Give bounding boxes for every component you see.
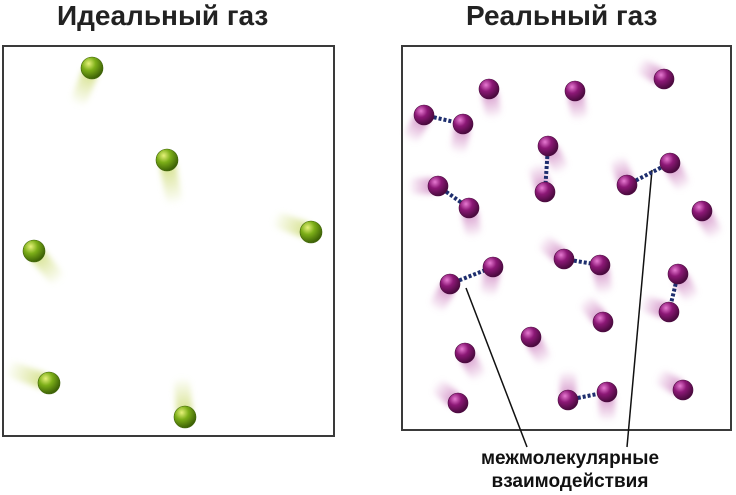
real-gas-molecule [557, 389, 579, 411]
real-gas-molecule [653, 68, 675, 90]
real-gas-molecule [616, 174, 638, 196]
real-gas-molecule [596, 381, 618, 403]
real-gas-molecule [691, 200, 713, 222]
ideal-gas-molecule [299, 220, 323, 244]
real-gas-molecule [537, 135, 559, 157]
interaction-pointer-lines [465, 169, 653, 448]
real-gas-title: Реальный газ [466, 0, 658, 31]
interactions-label-line1: межмолекулярные [480, 448, 660, 469]
ideal-gas-molecule [155, 148, 179, 172]
interactions-label: межмолекулярные взаимодействия [470, 447, 670, 493]
real-gas-molecule [658, 301, 680, 323]
real-gas-molecule [454, 342, 476, 364]
pointer-line [626, 169, 653, 448]
ideal-gas-title: Идеальный газ [57, 0, 269, 31]
real-gas-molecule [659, 152, 681, 174]
real-gas-molecule [564, 80, 586, 102]
real-gas-molecule [482, 256, 504, 278]
real-gas-molecule [427, 175, 449, 197]
real-gas-molecule [447, 392, 469, 414]
ideal-gas-molecule [37, 371, 61, 395]
real-gas-molecule [478, 78, 500, 100]
real-gas-molecule [439, 273, 461, 295]
real-gas-molecule [452, 113, 474, 135]
ideal-gas-molecule [173, 405, 197, 429]
real-gas-molecule [667, 263, 689, 285]
real-gas-molecule [553, 248, 575, 270]
ideal-gas-molecule [80, 56, 104, 80]
pointer-line [465, 287, 528, 448]
real-gas-molecule [592, 311, 614, 333]
real-gas-molecule [672, 379, 694, 401]
interactions-label-line2: взаимодействия [491, 471, 649, 492]
real-gas-molecule [589, 254, 611, 276]
real-gas-molecule [520, 326, 542, 348]
real-gas-molecule [458, 197, 480, 219]
real-gas-panel [401, 45, 732, 431]
real-gas-molecule [413, 104, 435, 126]
ideal-gas-molecule [22, 239, 46, 263]
real-gas-molecule [534, 181, 556, 203]
ideal-gas-panel [2, 45, 335, 437]
